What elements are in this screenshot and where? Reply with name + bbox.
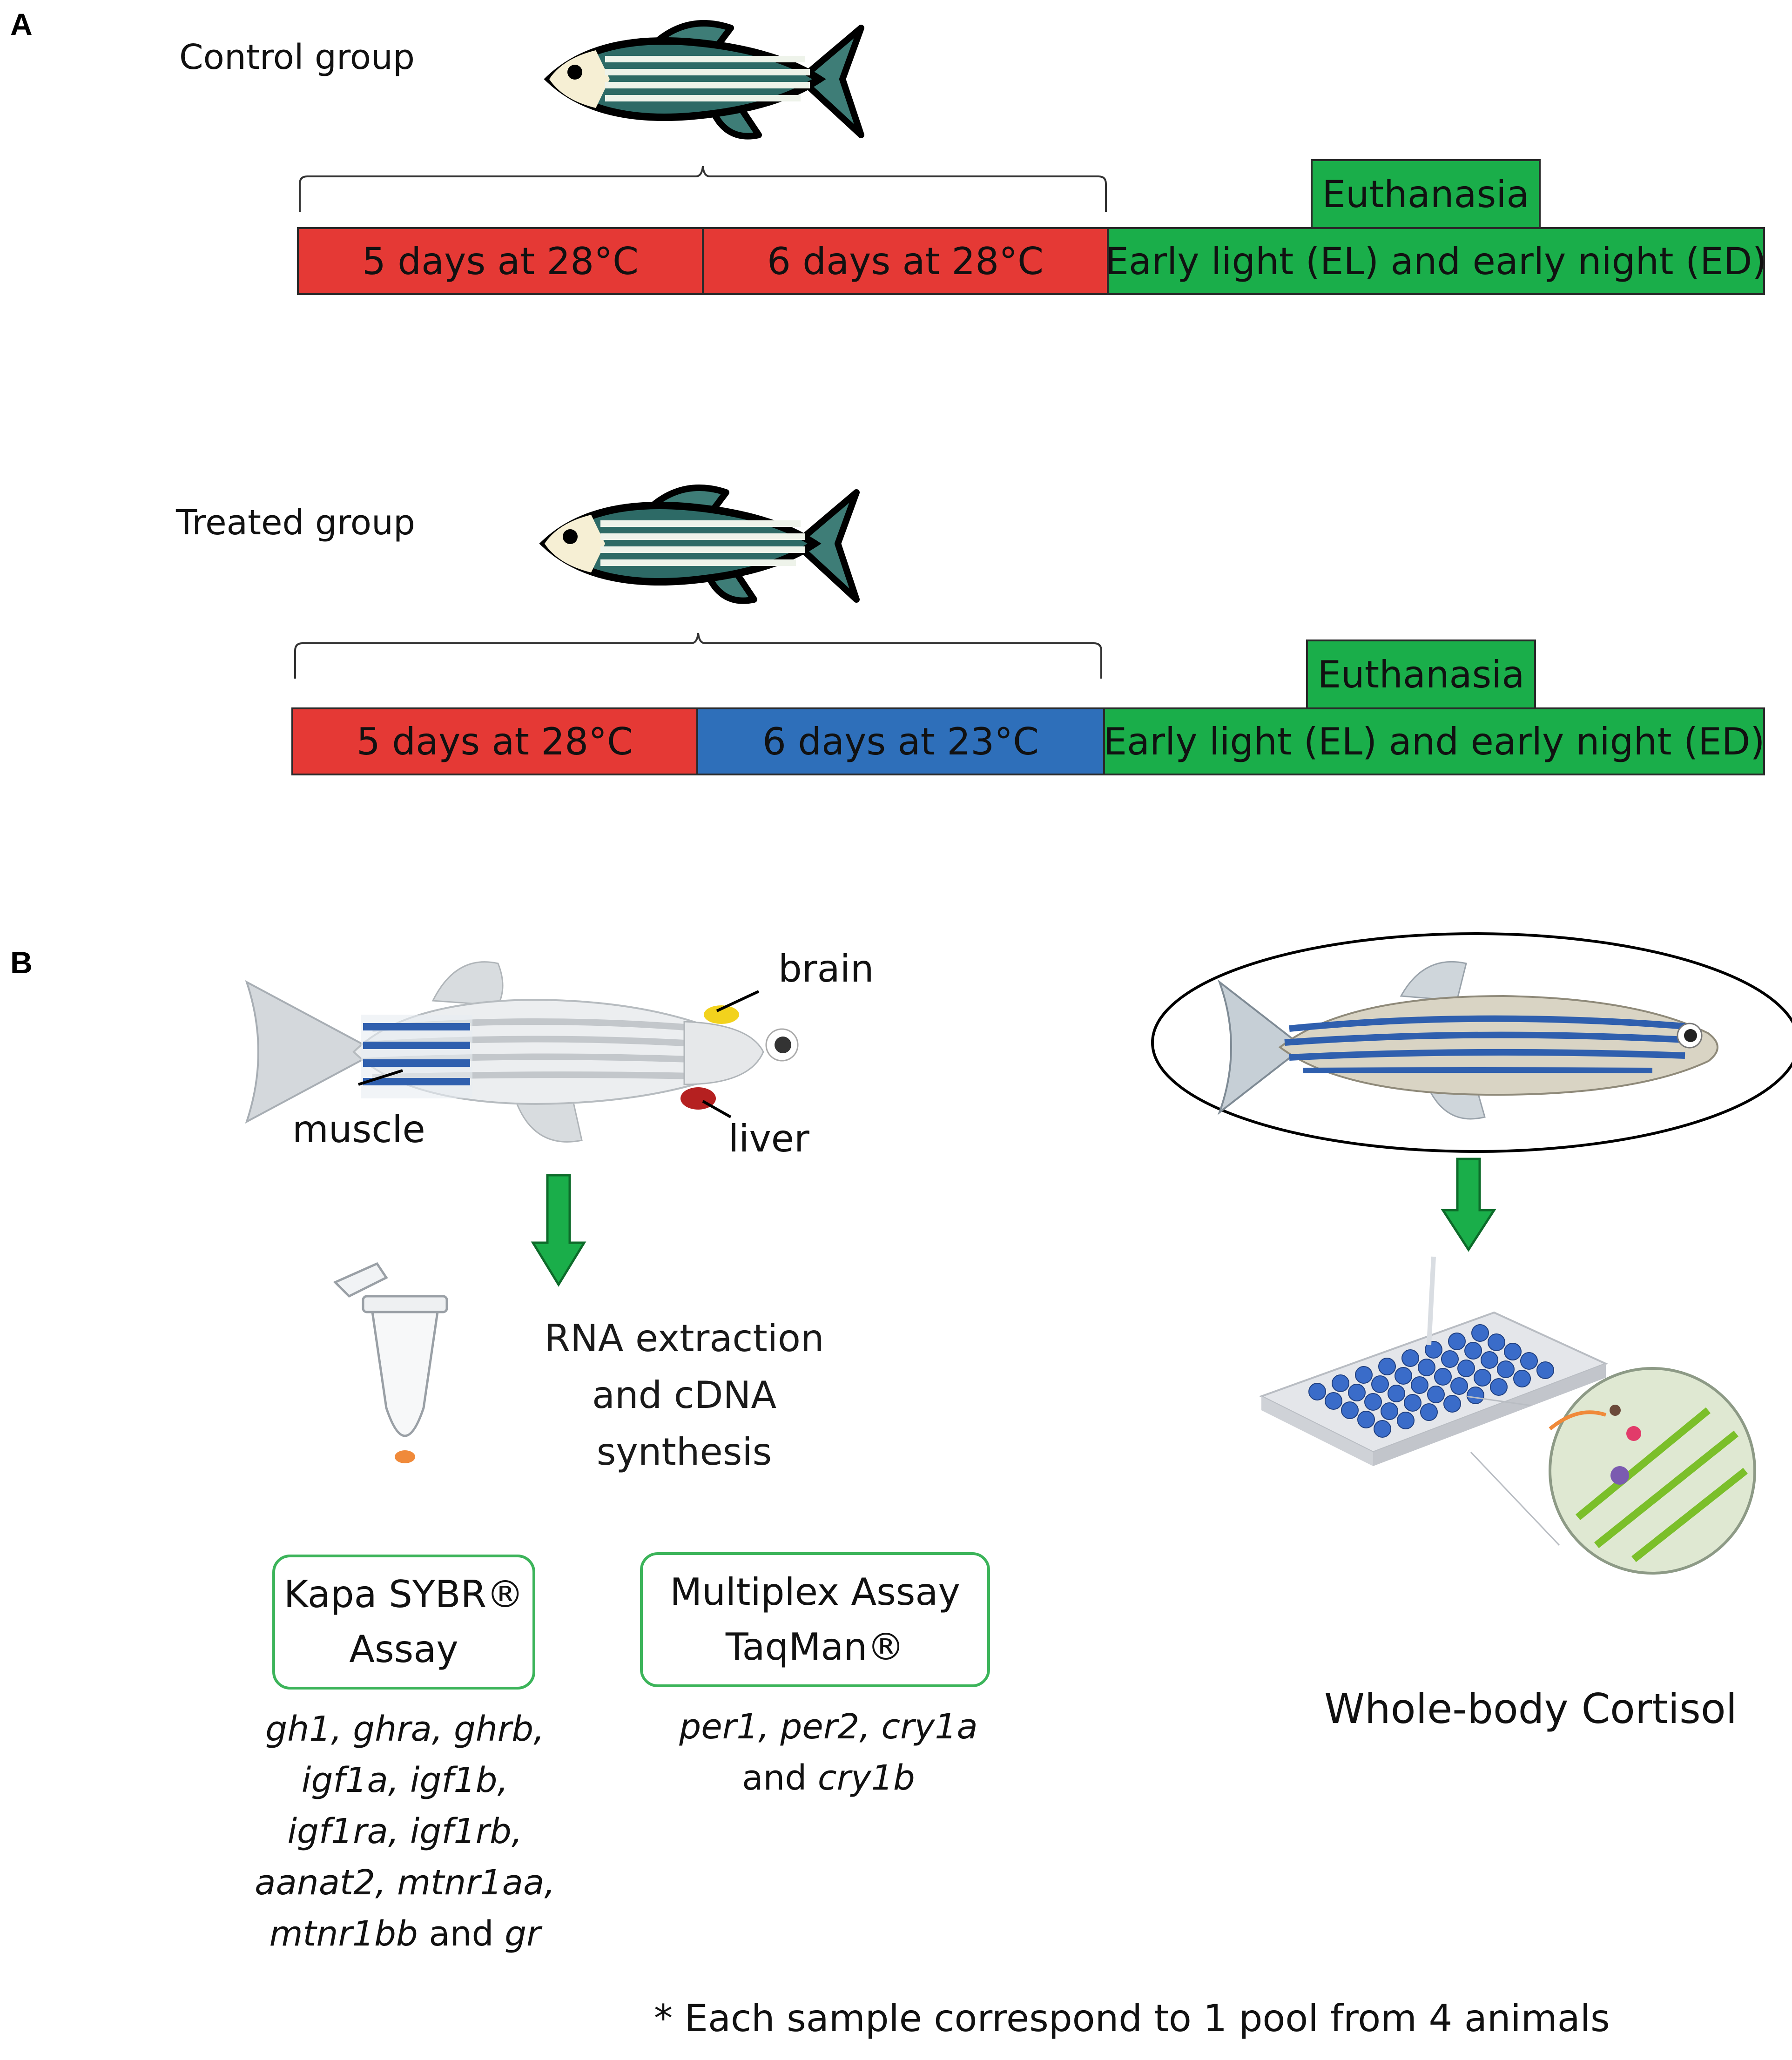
treated-segment-sampling: Early light (EL) and early night (ED) [1103, 707, 1765, 775]
treated-group-label: Treated group [176, 503, 415, 543]
panel-a-letter: A [10, 7, 33, 41]
elisa-plate-illustration [1259, 1256, 1756, 1575]
rna-line-1: RNA extraction [544, 1317, 824, 1360]
rna-line-3: synthesis [596, 1430, 772, 1474]
control-segment-warm-2: 6 days at 28°C [702, 227, 1109, 295]
brain-label: brain [778, 947, 874, 990]
footnote: * Each sample correspond to 1 pool from … [654, 1997, 1610, 2040]
kapa-title-line1: Kapa SYBR® [283, 1573, 524, 1616]
panel-b-letter: B [10, 945, 33, 980]
treated-fish-icon [539, 485, 860, 604]
treated-brace [294, 633, 1102, 679]
taqman-gene-list: per1, per2, cry1a and cry1b [642, 1701, 1015, 1804]
kapa-genes-line1: gh1, ghra, ghrb, [265, 1709, 545, 1749]
taqman-title-line1: Multiplex Assay [670, 1570, 960, 1614]
control-fish-icon [544, 20, 864, 140]
treated-segment-warm: 5 days at 28°C [291, 707, 698, 775]
zebrafish-anatomy-illustration [245, 961, 799, 1143]
kapa-genes-line3: igf1ra, igf1rb, [287, 1811, 523, 1851]
taqman-title-line2: TaqMan® [725, 1625, 905, 1669]
taqman-assay-box: Multiplex Assay TaqMan® [640, 1552, 990, 1687]
arrow-down-icon-right [1441, 1158, 1496, 1252]
kapa-genes-line5-and: and [418, 1914, 505, 1954]
kapa-genes-line4: aanat2, mtnr1aa, [255, 1863, 555, 1903]
arrow-down-icon [531, 1174, 586, 1287]
kapa-sybr-assay-box: Kapa SYBR® Assay [272, 1555, 535, 1690]
taqman-genes-line1: per1, per2, cry1a [679, 1707, 978, 1747]
kapa-genes-line2: igf1a, igf1b, [301, 1760, 509, 1800]
liver-label: liver [728, 1117, 809, 1160]
control-brace [299, 166, 1107, 212]
kapa-genes-line5-gene: mtnr1bb [269, 1914, 418, 1954]
treated-segment-cold: 6 days at 23°C [696, 707, 1105, 775]
control-segment-sampling: Early light (EL) and early night (ED) [1105, 227, 1767, 295]
whole-body-cortisol-label: Whole-body Cortisol [1324, 1685, 1738, 1733]
treated-euthanasia-box: Euthanasia [1306, 640, 1536, 709]
taqman-genes-line2-and: and [742, 1758, 818, 1798]
kapa-genes-line5-gene2: gr [505, 1914, 541, 1954]
control-euthanasia-box: Euthanasia [1311, 159, 1541, 229]
rna-line-2: and cDNA [592, 1373, 777, 1417]
control-segment-warm-1: 5 days at 28°C [297, 227, 704, 295]
muscle-label: muscle [292, 1108, 425, 1151]
kapa-title-line2: Assay [349, 1628, 458, 1671]
taqman-genes-line2-gene: cry1b [817, 1758, 915, 1798]
kapa-gene-list: gh1, ghra, ghrb, igf1a, igf1b, igf1ra, i… [223, 1703, 586, 1959]
control-group-label: Control group [179, 37, 415, 77]
rna-extraction-text: RNA extraction and cDNA synthesis [512, 1310, 856, 1481]
microcentrifuge-tube-icon [333, 1262, 448, 1463]
whole-body-fish-illustration [1151, 932, 1792, 1153]
